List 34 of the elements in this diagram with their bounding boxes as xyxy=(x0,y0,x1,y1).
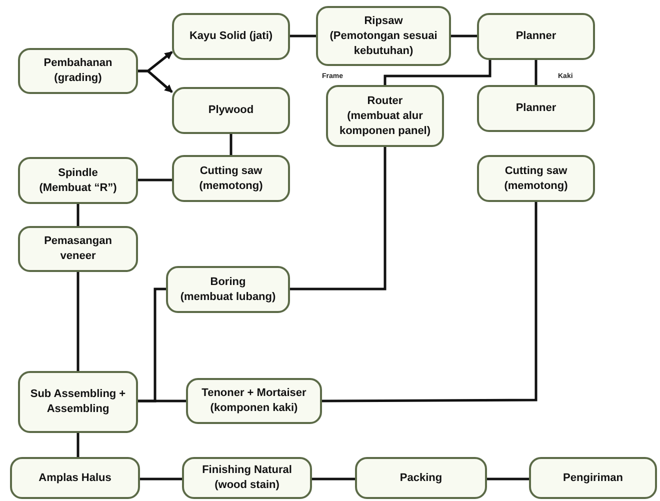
process-box: Pengiriman xyxy=(529,457,657,499)
process-box: Spindle (Membuat “R”) xyxy=(18,157,138,204)
process-box: Tenoner + Mortaiser (komponen kaki) xyxy=(186,378,322,424)
connector-line xyxy=(312,478,355,480)
process-box: Kayu Solid (jati) xyxy=(172,13,290,60)
connector-line xyxy=(140,478,182,480)
connector-line xyxy=(384,60,492,85)
process-box: Pembahanan (grading) xyxy=(18,48,138,94)
process-box: Pemasangan veneer xyxy=(18,226,138,272)
connector-line xyxy=(76,433,80,457)
process-box: Cutting saw (memotong) xyxy=(477,155,595,202)
process-box: Sub Assembling + Assembling xyxy=(18,371,138,433)
connector-line xyxy=(534,60,538,85)
process-box: Packing xyxy=(355,457,487,499)
process-box: Finishing Natural (wood stain) xyxy=(182,457,312,499)
process-box: Plywood xyxy=(172,87,290,134)
connector-line xyxy=(76,272,80,371)
arrow xyxy=(138,70,173,93)
connector-line xyxy=(451,34,477,38)
connector-line xyxy=(76,204,80,226)
connector-line xyxy=(230,134,232,155)
process-box: Amplas Halus xyxy=(10,457,140,499)
connector-line xyxy=(290,34,316,38)
connector-line xyxy=(138,178,172,182)
process-box: Ripsaw (Pemotongan sesuai kebutuhan) xyxy=(316,6,451,66)
connector-line xyxy=(487,478,529,480)
connector-line xyxy=(322,202,538,402)
process-box: Planner xyxy=(477,85,595,132)
process-box: Cutting saw (memotong) xyxy=(172,155,290,202)
process-box: Router (membuat alur komponen panel) xyxy=(326,85,444,147)
connector-line xyxy=(290,147,386,290)
process-box: Boring (membuat lubang) xyxy=(166,266,290,313)
connector-line xyxy=(138,400,186,402)
process-box: Planner xyxy=(477,13,595,60)
